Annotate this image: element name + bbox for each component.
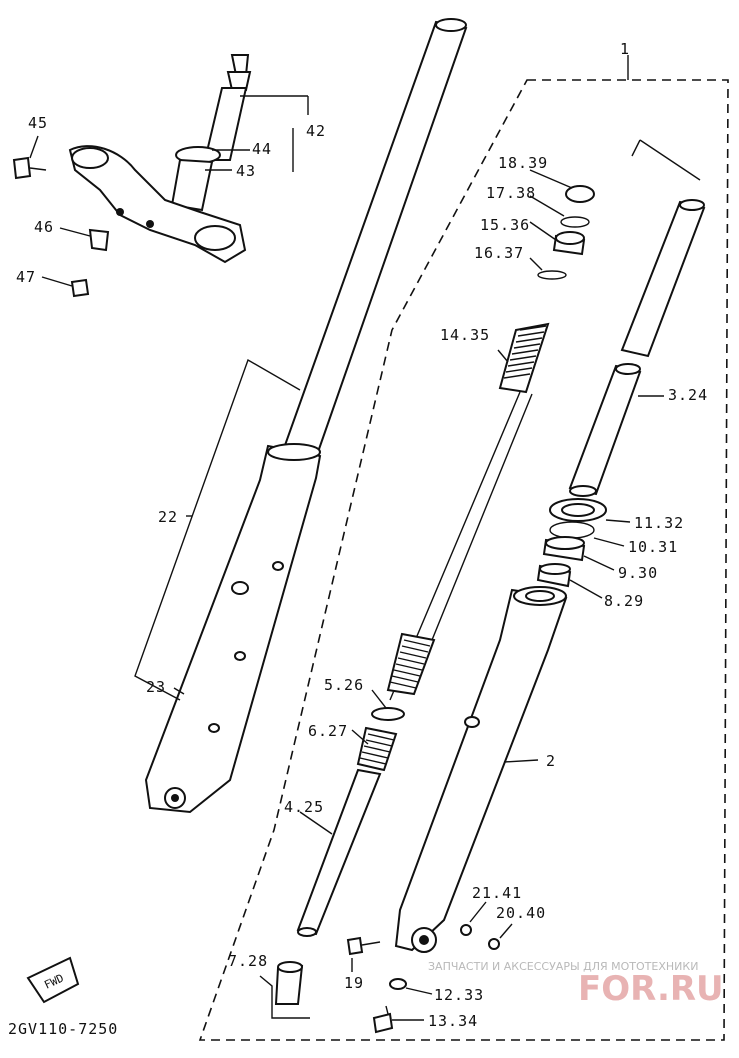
rebound-spring-6 (356, 726, 398, 772)
label-21: 21.41 (472, 884, 522, 902)
fork-spring (386, 632, 436, 696)
spacer-spring-14 (498, 322, 550, 394)
label-15: 15.36 (480, 216, 530, 234)
label-20: 20.40 (496, 904, 546, 922)
label-2: 2 (546, 752, 556, 770)
label-7: 7.28 (228, 952, 268, 970)
label-23: 23 (146, 678, 166, 696)
bolt-13 (372, 1005, 394, 1034)
bushing-8 (536, 563, 572, 588)
label-11: 11.32 (634, 514, 684, 532)
label-3: 3.24 (668, 386, 708, 404)
label-12: 12.33 (434, 986, 484, 1004)
label-22: 22 (158, 508, 178, 526)
label-13: 13.34 (428, 1012, 478, 1030)
inner-tube-22 (282, 18, 468, 454)
fork-assembly-boundary (198, 79, 729, 1041)
oil-lock-piece-7 (274, 961, 304, 1005)
gasket-12 (389, 978, 407, 990)
label-8: 8.29 (604, 592, 644, 610)
outer-tube-23 (144, 443, 322, 814)
label-42: 42 (306, 122, 326, 140)
watermark-site: FOR.RU (578, 969, 724, 1009)
label-18: 18.39 (498, 154, 548, 172)
label-5: 5.26 (324, 676, 364, 694)
label-9: 9.30 (618, 564, 658, 582)
label-44: 44 (252, 140, 272, 158)
label-45: 45 (28, 114, 48, 132)
fwd-arrow-icon: FWD (26, 956, 80, 1004)
label-17: 17.38 (486, 184, 536, 202)
label-10: 10.31 (628, 538, 678, 556)
seal-11 (549, 498, 607, 522)
inner-tube-3 (568, 199, 706, 497)
label-14: 14.35 (440, 326, 490, 344)
clip-10 (549, 521, 595, 539)
label-19: 19 (344, 974, 364, 992)
damper-rod-4 (296, 768, 382, 937)
gasket-21 (460, 924, 472, 936)
washer-5 (371, 707, 405, 721)
washer-9 (542, 536, 586, 562)
steering-stem-under-bracket (12, 54, 252, 298)
o-ring-17 (560, 216, 590, 228)
label-1: 1 (620, 40, 630, 58)
cap-bolt-18 (565, 185, 595, 203)
watermark-tagline: ЗАПЧАСТИ И АКСЕССУАРЫ ДЛЯ МОТОТЕХНИКИ (428, 960, 698, 973)
label-43: 43 (236, 162, 256, 180)
outer-tube-2 (394, 586, 568, 953)
label-16: 16.37 (474, 244, 524, 262)
label-4: 4.25 (284, 798, 324, 816)
label-46: 46 (34, 218, 54, 236)
o-ring-16 (537, 270, 567, 280)
label-47: 47 (16, 268, 36, 286)
drain-screw-20 (488, 938, 500, 950)
cap-15 (552, 231, 586, 256)
bolt-19 (346, 936, 381, 956)
drawing-code: 2GV110-7250 (8, 1020, 118, 1038)
label-6: 6.27 (308, 722, 348, 740)
